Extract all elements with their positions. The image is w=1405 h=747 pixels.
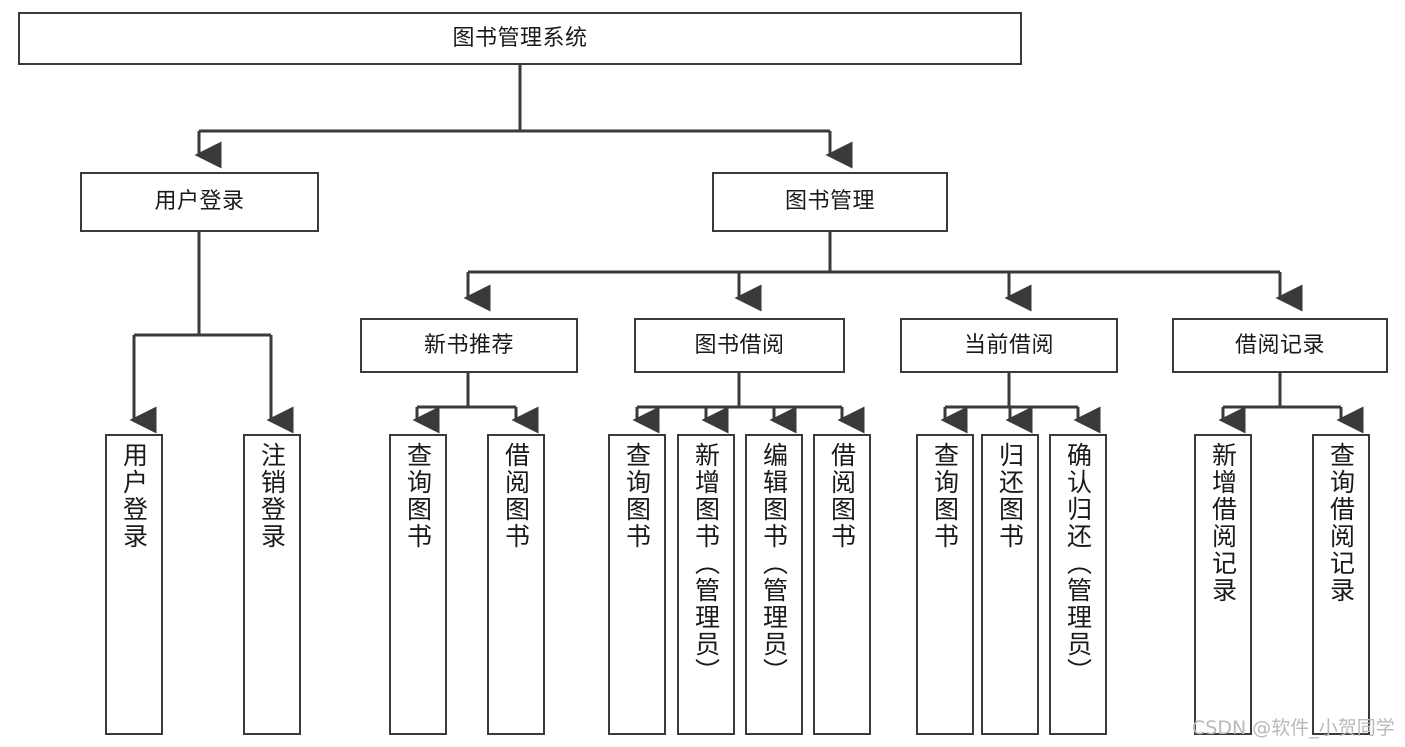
leaf-bb-add-book-admin[interactable]: 新增图书（管理员） — [677, 434, 735, 735]
leaf-bb-borrow-book-label: 借阅图书 — [827, 442, 857, 550]
leaf-cb-query-book-label: 查询图书 — [930, 442, 960, 550]
node-new-book-recommend-label: 新书推荐 — [423, 332, 514, 358]
leaf-user-login-label: 用户登录 — [119, 442, 149, 550]
node-user-login-label: 用户登录 — [154, 189, 245, 215]
leaf-cb-return-book[interactable]: 归还图书 — [981, 434, 1039, 735]
leaf-cb-query-book[interactable]: 查询图书 — [916, 434, 974, 735]
leaf-bb-edit-book-admin-label: 编辑图书（管理员） — [759, 442, 789, 685]
leaf-br-add-record-label: 新增借阅记录 — [1208, 442, 1238, 604]
node-borrow-record-label: 借阅记录 — [1234, 332, 1325, 358]
node-current-borrow[interactable]: 当前借阅 — [900, 318, 1118, 373]
leaf-logout[interactable]: 注销登录 — [243, 434, 301, 735]
leaf-cb-confirm-return-admin-label: 确认归还（管理员） — [1063, 442, 1093, 685]
node-book-borrow[interactable]: 图书借阅 — [634, 318, 845, 373]
leaf-br-query-record-label: 查询借阅记录 — [1326, 442, 1356, 604]
node-user-login[interactable]: 用户登录 — [80, 172, 319, 232]
leaf-bb-edit-book-admin[interactable]: 编辑图书（管理员） — [745, 434, 803, 735]
node-book-borrow-label: 图书借阅 — [694, 332, 785, 358]
leaf-br-add-record[interactable]: 新增借阅记录 — [1194, 434, 1252, 735]
node-root-system[interactable]: 图书管理系统 — [18, 12, 1022, 65]
node-root-label: 图书管理系统 — [452, 25, 588, 51]
node-current-borrow-label: 当前借阅 — [963, 332, 1054, 358]
leaf-cb-confirm-return-admin[interactable]: 确认归还（管理员） — [1049, 434, 1107, 735]
node-new-book-recommend[interactable]: 新书推荐 — [360, 318, 578, 373]
leaf-nb-query-book-label: 查询图书 — [403, 442, 433, 550]
node-borrow-record[interactable]: 借阅记录 — [1172, 318, 1388, 373]
leaf-nb-borrow-book-label: 借阅图书 — [501, 442, 531, 550]
leaf-nb-borrow-book[interactable]: 借阅图书 — [487, 434, 545, 735]
leaf-cb-return-book-label: 归还图书 — [995, 442, 1025, 550]
node-book-management-label: 图书管理 — [784, 189, 875, 215]
leaf-bb-add-book-admin-label: 新增图书（管理员） — [691, 442, 721, 685]
leaf-bb-query-book[interactable]: 查询图书 — [608, 434, 666, 735]
leaf-br-query-record[interactable]: 查询借阅记录 — [1312, 434, 1370, 735]
leaf-bb-borrow-book[interactable]: 借阅图书 — [813, 434, 871, 735]
leaf-user-login[interactable]: 用户登录 — [105, 434, 163, 735]
leaf-nb-query-book[interactable]: 查询图书 — [389, 434, 447, 735]
node-book-management[interactable]: 图书管理 — [712, 172, 948, 232]
leaf-logout-label: 注销登录 — [257, 442, 287, 550]
leaf-bb-query-book-label: 查询图书 — [622, 442, 652, 550]
